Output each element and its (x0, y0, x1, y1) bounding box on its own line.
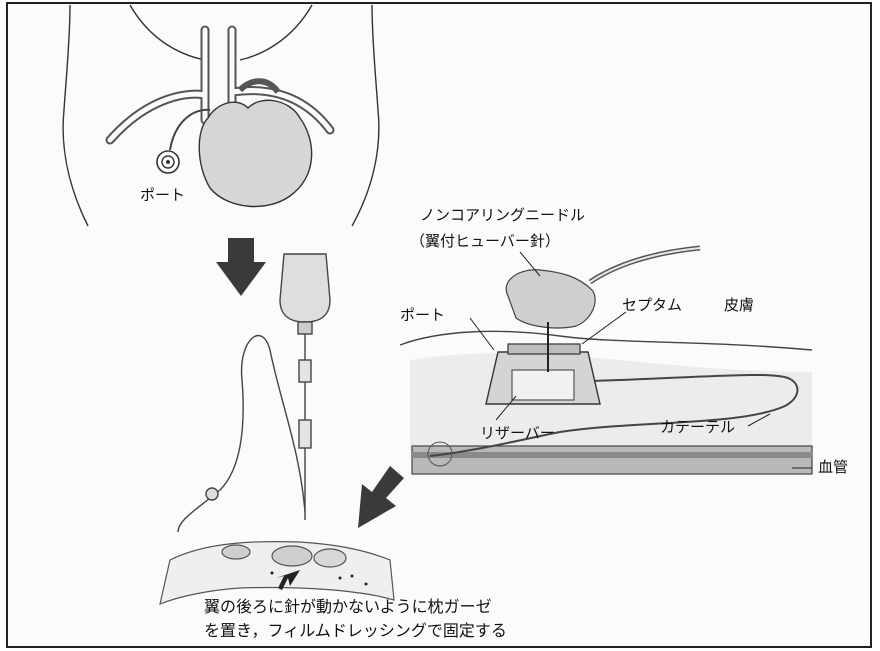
skin-line (400, 331, 812, 350)
arm-dressing-illustration (160, 542, 394, 604)
septum-label: セプタム (622, 296, 682, 314)
heart-icon (199, 100, 311, 206)
torso-outline (63, 5, 88, 226)
down-arrow-icon (216, 238, 266, 296)
caption-line1: 翼の後ろに針が動かないように枕ガーゼ (204, 596, 492, 618)
diagonal-arrow-icon (358, 466, 404, 528)
catheter-label: カテーテル (660, 418, 735, 436)
huber-needle (506, 270, 595, 328)
needle-label-line1: ノンコアリングニードル (420, 206, 585, 224)
port-label-cross: ポート (400, 306, 445, 324)
skin-label: 皮膚 (724, 296, 754, 314)
vessel-label: 血管 (818, 458, 848, 476)
needle-label-line2: （翼付ヒューバー針） (410, 232, 560, 250)
iv-bag-illustration (178, 254, 330, 532)
port-label-top: ポート (140, 186, 185, 204)
reservoir-label: リザーバー (480, 424, 555, 442)
caption-line2: を置き，フィルムドレッシングで固定する (204, 620, 507, 642)
